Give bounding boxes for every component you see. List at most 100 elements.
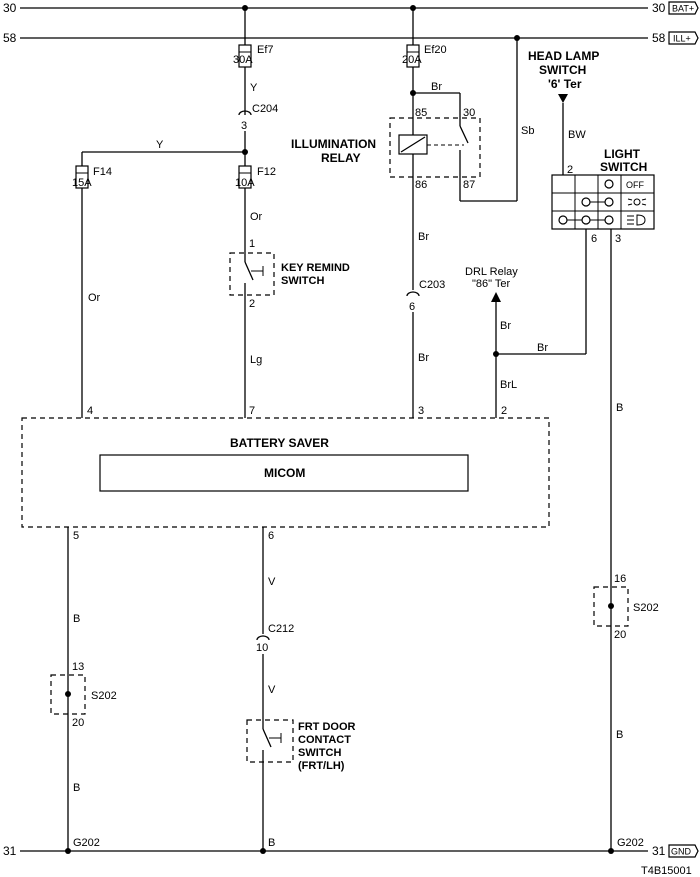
head-lamp-label-3: '6' Ter	[548, 77, 582, 91]
ill-rail: 58 58 ILL+	[3, 31, 699, 45]
illumination-relay-box	[389, 117, 481, 178]
relay-pin-87: 87	[463, 179, 475, 191]
wire-color-or: Or	[88, 292, 101, 304]
wire-color-br-86: Br	[418, 231, 429, 243]
drl-arrow	[491, 292, 501, 302]
gnd-rail-tag	[668, 844, 699, 858]
key-remind-label-1: KEY REMIND	[281, 262, 350, 274]
light-switch-pin3-wire: B 16 S202 20 B G202	[593, 229, 659, 854]
connector-c212-pin: 10	[256, 642, 268, 654]
relay-87-wire: Sb	[459, 35, 534, 202]
key-remind-pin-1: 1	[249, 238, 255, 250]
bat-rail: 30 30 BAT+	[3, 1, 699, 15]
battery-saver-pin6-wire: V C212 10 V FRT DOOR CONTACT SWITCH (FRT…	[246, 527, 355, 854]
bat-rail-number: 30	[3, 1, 17, 15]
bat-rail-label: BAT+	[672, 4, 694, 14]
battery-saver-pin-4: 4	[87, 405, 93, 417]
light-switch-pin-2: 2	[567, 164, 573, 176]
ill-rail-tag	[668, 31, 699, 45]
fuse-f12-name: F12	[257, 166, 276, 178]
drl-label-2: "86" Ter	[472, 278, 511, 290]
headlamp-icon	[627, 214, 646, 226]
battery-saver-title: BATTERY SAVER	[230, 436, 329, 450]
fuse-ef20-rating: 20A	[402, 54, 422, 66]
wire-color-bw: BW	[568, 129, 586, 141]
key-remind-pin-2: 2	[249, 298, 255, 310]
key-remind-contact	[244, 261, 254, 281]
fuse-ef20-name: Ef20	[424, 44, 447, 56]
battery-saver-pin-5: 5	[73, 530, 79, 542]
door-switch-contact	[262, 728, 272, 748]
light-switch-pin-3: 3	[615, 233, 621, 245]
wire-color-or-f12: Or	[250, 211, 263, 223]
gnd-rail: 31 31 GND	[3, 844, 699, 858]
wire-color-sb: Sb	[521, 125, 534, 137]
fuse-ef7-rating: 30A	[233, 54, 253, 66]
illumination-relay: ILLUMINATION RELAY 85 30 86 87	[291, 107, 481, 191]
wire-color-y-branch: Y	[156, 139, 164, 151]
ill-rail-number: 58	[3, 31, 17, 45]
battery-saver-module: 4 7 3 2 BATTERY SAVER MICOM 5 6	[21, 405, 550, 542]
splice-left-bottom: 20	[72, 717, 84, 729]
relay-pin-30: 30	[463, 107, 475, 119]
connector-c212	[256, 635, 270, 641]
door-switch-label-4: (FRT/LH)	[298, 760, 345, 772]
bat-rail-number-right: 30	[652, 1, 666, 15]
head-lamp-label-2: SWITCH	[539, 63, 586, 77]
splice-right-top: 16	[614, 573, 626, 585]
gnd-rail-number: 31	[3, 844, 17, 858]
relay-contact	[459, 125, 469, 144]
key-remind-switch-box	[229, 252, 275, 296]
relay-pin-86: 86	[415, 179, 427, 191]
wire-color-br-top: Br	[431, 81, 442, 93]
drl-label-1: DRL Relay	[465, 266, 518, 278]
ground-right: G202	[617, 837, 644, 849]
bat-rail-tag	[668, 1, 699, 15]
wire-color-b-ls: B	[616, 402, 623, 414]
ill-rail-label: ILL+	[673, 34, 691, 44]
wire-color-y: Y	[250, 82, 258, 94]
wire-color-br-ls: Br	[537, 342, 548, 354]
ground-left: G202	[73, 837, 100, 849]
light-switch-pin-6: 6	[591, 233, 597, 245]
battery-saver-pin5-wire: B 13 S202 20 B G202	[50, 527, 117, 854]
f12-branch: F12 10A Or 1 KEY REMIND SWITCH 2 Lg	[229, 165, 350, 418]
wire-color-br-drl: Br	[500, 320, 511, 332]
battery-saver-pin-6: 6	[268, 530, 274, 542]
light-switch-label-1: LIGHT	[604, 147, 641, 161]
battery-saver-pin-7: 7	[249, 405, 255, 417]
connector-c203-pin: 6	[409, 301, 415, 313]
connector-c203	[406, 291, 420, 297]
door-switch-box	[246, 719, 294, 763]
illumination-relay-label-1: ILLUMINATION	[291, 137, 376, 151]
wire-color-b-door-gnd: B	[268, 837, 275, 849]
f14-branch: F14 15A Or	[72, 152, 112, 418]
fuse-ef7-name: Ef7	[257, 44, 274, 56]
splice-left-top: 13	[72, 661, 84, 673]
gnd-rail-number-right: 31	[652, 844, 666, 858]
gnd-rail-label: GND	[671, 847, 692, 857]
wire-color-v-c212: V	[268, 684, 276, 696]
fuse-f14-name: F14	[93, 166, 112, 178]
ef7-branch: Ef7 30A Y C204 3 Y	[82, 5, 278, 166]
head-lamp-label-1: HEAD LAMP	[528, 49, 599, 63]
micom-label: MICOM	[264, 466, 305, 480]
door-switch-label-1: FRT DOOR	[298, 721, 355, 733]
wire-color-lg: Lg	[250, 354, 262, 366]
splice-right-name: S202	[633, 602, 659, 614]
head-lamp-switch: HEAD LAMP SWITCH '6' Ter BW 2	[528, 49, 599, 176]
wire-color-brl: BrL	[500, 379, 517, 391]
light-switch: LIGHT SWITCH OFF 6 3	[551, 147, 655, 245]
wire-color-b-left-gnd: B	[73, 782, 80, 794]
wire-color-br-c203: Br	[418, 352, 429, 364]
ef20-branch: Ef20 20A Br	[402, 5, 461, 118]
battery-saver-pin-3: 3	[418, 405, 424, 417]
light-switch-label-2: SWITCH	[600, 160, 647, 174]
light-switch-pin6-wire: Br Br BrL DRL Relay "86" Ter	[465, 229, 587, 418]
door-switch-label-3: SWITCH	[298, 747, 341, 759]
fuse-f12-rating: 10A	[235, 177, 255, 189]
fuse-f14-rating: 15A	[72, 177, 92, 189]
connector-c203-name: C203	[419, 279, 445, 291]
connector-c204-name: C204	[252, 103, 278, 115]
